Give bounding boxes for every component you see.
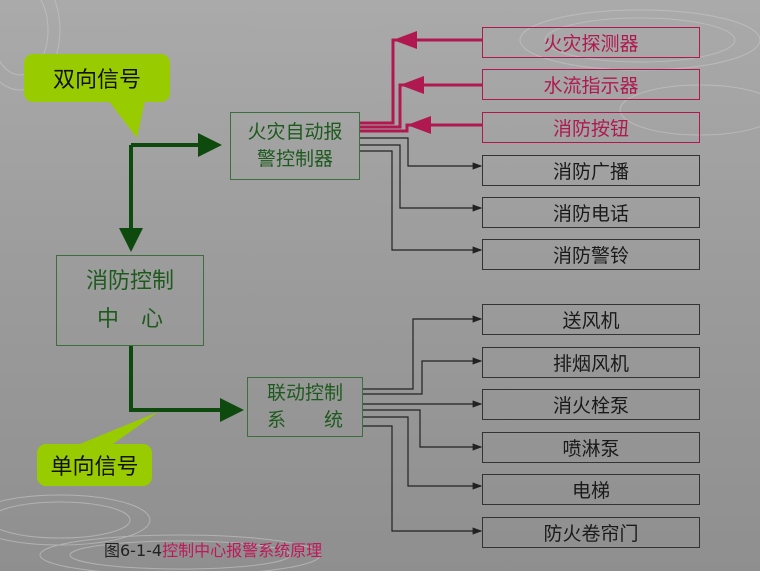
node-label: 消防控制 — [85, 268, 174, 294]
output-fire-shutter-door: 防火卷帘门 — [482, 517, 700, 548]
output-fire-telephone: 消防电话 — [482, 197, 700, 228]
alarm-output-lines — [360, 137, 483, 254]
node-label: 消防广播 — [552, 161, 629, 183]
node-label: 联动控制 — [266, 382, 343, 404]
node-label: 火灾自动报 — [247, 121, 343, 143]
node-label: 消火栓泵 — [552, 395, 629, 417]
output-elevator: 电梯 — [482, 474, 700, 505]
node-label: 排烟风机 — [552, 353, 629, 375]
figure-caption: 图6-1-4控制中心报警系统原理 — [104, 537, 322, 561]
callout-tail-bidirectional — [108, 100, 145, 138]
caption-number: 图6-1-4 — [104, 541, 163, 560]
node-label: 火灾探测器 — [543, 33, 639, 55]
node-label: 消防按钮 — [552, 118, 629, 140]
input-fire-detector: 火灾探测器 — [482, 27, 700, 58]
node-fire-alarm-controller: 火灾自动报警控制器 — [230, 112, 360, 180]
node-label: 系 统 — [266, 409, 343, 431]
input-fire-button: 消防按钮 — [482, 112, 700, 143]
output-fire-bell: 消防警铃 — [482, 239, 700, 270]
callout-bidirectional-signal: 双向信号 — [24, 54, 170, 102]
input-signal-lines — [360, 31, 482, 134]
node-label: 消防电话 — [552, 203, 629, 225]
node-label: 喷淋泵 — [562, 438, 620, 460]
output-sprinkler-pump: 喷淋泵 — [482, 432, 700, 463]
output-hydrant-pump: 消火栓泵 — [482, 389, 700, 420]
node-label: 送风机 — [562, 310, 620, 332]
output-fire-broadcast: 消防广播 — [482, 155, 700, 186]
output-supply-fan: 送风机 — [482, 304, 700, 335]
callout-label: 单向信号 — [50, 455, 139, 480]
node-label: 中 心 — [96, 306, 163, 332]
control-center-arrows — [119, 133, 244, 422]
node-label: 防火卷帘门 — [543, 523, 639, 545]
node-linkage-control-system: 联动控制系 统 — [247, 377, 363, 437]
node-label: 水流指示器 — [543, 75, 639, 97]
callout-label: 双向信号 — [52, 68, 141, 93]
node-label: 消防警铃 — [552, 245, 629, 267]
linkage-output-lines — [363, 315, 483, 535]
callout-unidirectional-signal: 单向信号 — [37, 444, 152, 486]
node-label: 电梯 — [571, 480, 610, 502]
caption-title: 控制中心报警系统原理 — [162, 541, 323, 560]
node-fire-control-center: 消防控制中 心 — [56, 255, 204, 346]
input-water-flow-indicator: 水流指示器 — [482, 69, 700, 100]
node-label: 警控制器 — [256, 148, 333, 170]
callout-tail-unidirectional — [75, 412, 158, 446]
output-smoke-exhaust-fan: 排烟风机 — [482, 347, 700, 378]
